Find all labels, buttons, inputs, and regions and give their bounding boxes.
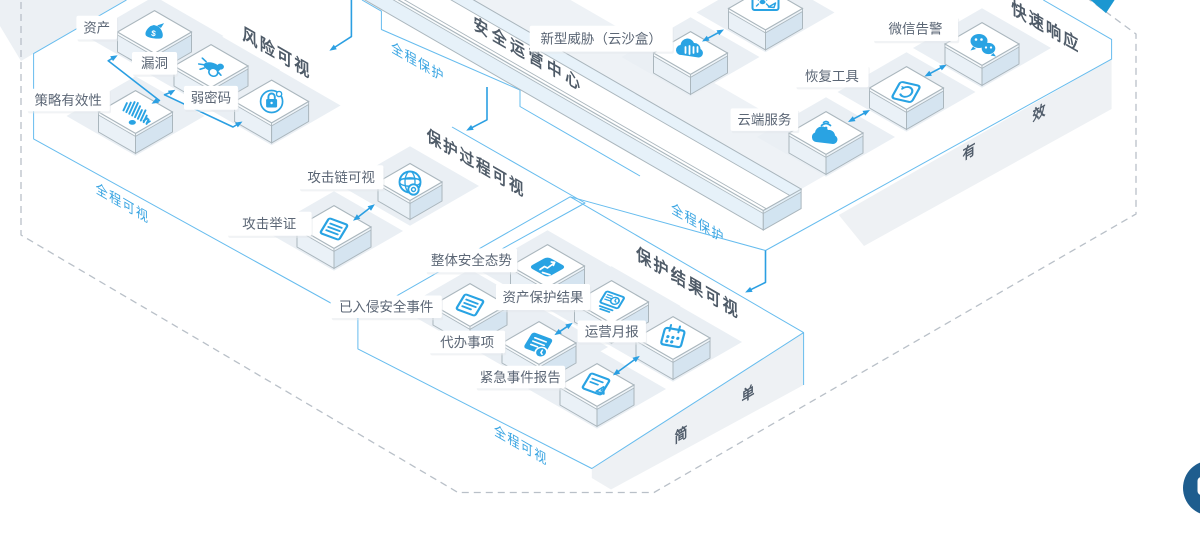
svg-text:微信告警: 微信告警	[889, 21, 943, 36]
svg-text:有: 有	[963, 139, 976, 165]
svg-text:单: 单	[742, 381, 755, 407]
svg-text:简: 简	[675, 422, 688, 448]
svg-text:资产: 资产	[83, 20, 110, 35]
svg-text:攻击链可视: 攻击链可视	[307, 170, 375, 185]
svg-text:效: 效	[1033, 100, 1046, 126]
svg-text:云端服务: 云端服务	[737, 113, 791, 128]
svg-text:整体安全态势: 整体安全态势	[431, 252, 512, 268]
svg-text:弱密码: 弱密码	[191, 90, 232, 106]
svg-text:紧急事件报告: 紧急事件报告	[480, 370, 561, 385]
svg-text:已入侵安全事件: 已入侵安全事件	[339, 299, 434, 315]
svg-text:恢复工具: 恢复工具	[805, 68, 859, 84]
svg-text:资产保护结果: 资产保护结果	[503, 290, 584, 305]
svg-text:$: $	[151, 29, 157, 39]
svg-text:代办事项: 代办事项	[440, 335, 494, 350]
svg-text:运营月报: 运营月报	[585, 324, 639, 339]
svg-text:新型威胁（云沙盒）: 新型威胁（云沙盒）	[540, 31, 662, 47]
svg-text:漏洞: 漏洞	[141, 56, 168, 71]
svg-text:策略有效性: 策略有效性	[34, 92, 102, 108]
svg-text:攻击举证: 攻击举证	[242, 217, 296, 232]
